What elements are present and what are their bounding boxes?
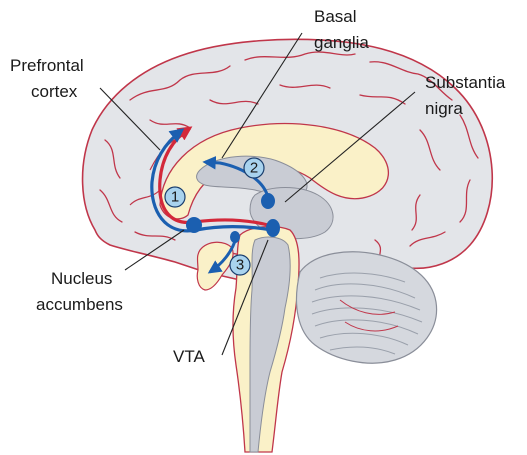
pathway-number-3: 3: [230, 255, 250, 275]
label-prefrontal-cortex: Prefrontal cortex: [10, 56, 84, 101]
pituitary-region: [197, 242, 233, 290]
pathway-number-1: 1: [165, 187, 185, 207]
pathway-number-1-text: 1: [171, 189, 179, 206]
prefrontal-label-line1: Prefrontal: [10, 56, 84, 75]
pathway-number-3-text: 3: [236, 257, 244, 274]
arcuate-dot: [230, 231, 240, 243]
nucleus-label-line2: accumbens: [36, 295, 123, 314]
prefrontal-label-line2: cortex: [31, 82, 78, 101]
nucleus-label-line1: Nucleus: [51, 269, 112, 288]
label-nucleus-accumbens: Nucleus accumbens: [36, 269, 123, 314]
substantia-nigra-dot: [261, 193, 275, 209]
vta-dot: [266, 219, 280, 237]
substantia-label-line1: Substantia: [425, 73, 506, 92]
basal-label-line2: ganglia: [314, 33, 369, 52]
basal-label-line1: Basal: [314, 7, 357, 26]
substantia-label-line2: nigra: [425, 99, 463, 118]
label-basal-ganglia: Basal ganglia: [314, 7, 369, 52]
nucleus-accumbens-dot: [186, 217, 202, 233]
pathway-number-2: 2: [244, 158, 264, 178]
vta-label: VTA: [173, 347, 205, 366]
label-vta: VTA: [173, 347, 205, 366]
pathway-number-2-text: 2: [250, 160, 258, 177]
